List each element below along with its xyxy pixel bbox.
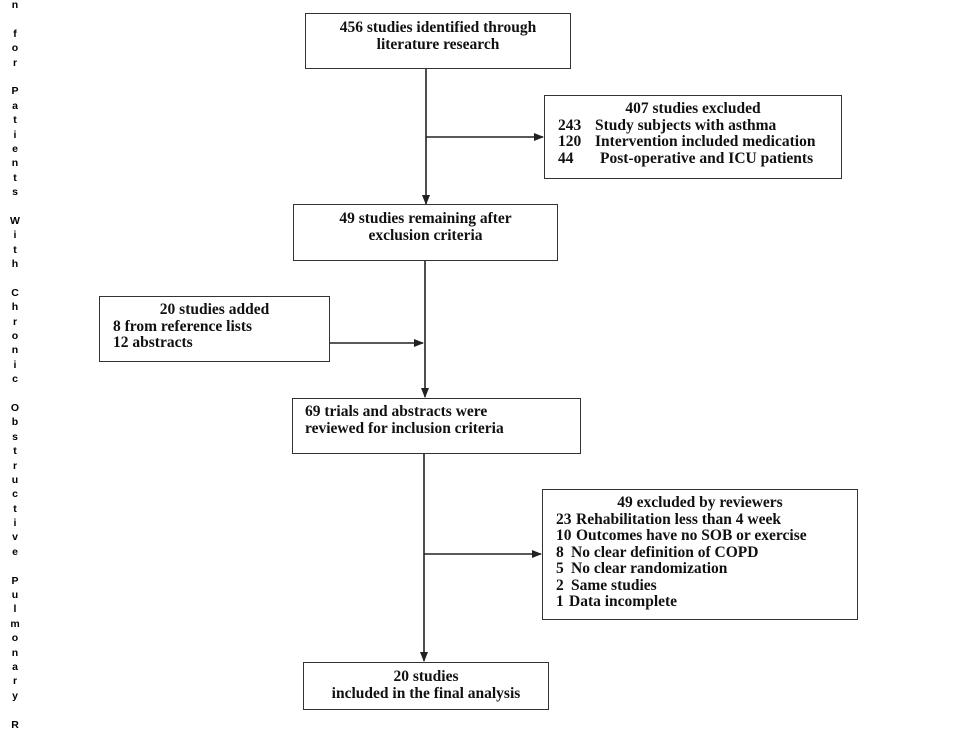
side-text-glyph bbox=[8, 70, 22, 84]
side-text-glyph: m bbox=[10, 617, 20, 630]
excluded1-count: 120 bbox=[558, 133, 582, 150]
excluded2-count: 5 bbox=[556, 560, 564, 577]
identified-line1: 456 studies identified through bbox=[339, 19, 537, 36]
side-text-glyph bbox=[8, 703, 22, 717]
excluded1-item: 243 Study subjects with asthma bbox=[558, 116, 841, 135]
excluded2-count: 23 bbox=[556, 510, 572, 528]
excluded1-reason: Intervention included medication bbox=[595, 133, 816, 150]
side-text-glyph bbox=[8, 199, 22, 213]
excluded1-title: 407 studies excluded bbox=[625, 100, 761, 117]
remaining-line1: 49 studies remaining after bbox=[339, 210, 512, 227]
side-text-glyph: t bbox=[13, 114, 17, 127]
side-text-glyph: W bbox=[10, 214, 20, 227]
side-text-glyph: C bbox=[11, 286, 19, 299]
side-text-glyph: i bbox=[13, 128, 17, 141]
excluded-box-2: 49 excluded by reviewers 23 Rehabilitati… bbox=[542, 489, 858, 620]
remaining-line2: exclusion criteria bbox=[368, 226, 483, 244]
remaining-box: 49 studies remaining after exclusion cri… bbox=[293, 204, 558, 261]
side-text-glyph: P bbox=[11, 574, 19, 587]
side-text-glyph: f bbox=[13, 27, 17, 40]
side-text-glyph: r bbox=[12, 56, 18, 69]
side-text-glyph bbox=[8, 12, 22, 26]
final-box: 20 studies included in the final analysi… bbox=[303, 662, 549, 710]
side-text-glyph: c bbox=[12, 373, 18, 386]
side-text-glyph: r bbox=[12, 315, 18, 328]
excluded2-reason: Data incomplete bbox=[569, 593, 678, 610]
added-title: 20 studies added bbox=[159, 301, 270, 318]
side-text-glyph: y bbox=[12, 689, 18, 702]
excluded2-count: 10 bbox=[556, 527, 572, 544]
final-line2: included in the final analysis bbox=[331, 684, 521, 702]
side-text-glyph: n bbox=[11, 344, 19, 357]
excluded1-reason: Post-operative and ICU patients bbox=[600, 149, 814, 167]
side-text-glyph: i bbox=[13, 517, 17, 530]
side-text-glyph bbox=[8, 559, 22, 573]
excluded2-count: 2 bbox=[556, 576, 564, 594]
excluded1-item: 44 Post-operative and ICU patients bbox=[558, 149, 841, 168]
side-text-glyph: c bbox=[12, 488, 18, 501]
side-text-glyph: b bbox=[11, 416, 19, 429]
side-text-glyph: P bbox=[11, 85, 19, 98]
excluded1-item: 120 Intervention included medication bbox=[558, 133, 841, 151]
excluded2-reason: Outcomes have no SOB or exercise bbox=[576, 527, 807, 544]
identified-line2: literature research bbox=[376, 35, 500, 53]
side-text-glyph: n bbox=[11, 157, 19, 170]
side-text-glyph: n bbox=[11, 646, 19, 659]
reviewed-box: 69 trials and abstracts were reviewed fo… bbox=[292, 398, 581, 454]
side-text-glyph: h bbox=[11, 301, 19, 314]
excluded2-reason: Rehabilitation less than 4 week bbox=[576, 510, 781, 528]
side-text-glyph: o bbox=[11, 42, 19, 55]
side-text-glyph: e bbox=[12, 545, 18, 558]
excluded2-item: 23 Rehabilitation less than 4 week bbox=[556, 510, 857, 529]
excluded2-item: 2 Same studies bbox=[556, 576, 857, 595]
reviewed-line2: reviewed for inclusion criteria bbox=[305, 419, 504, 437]
side-text-glyph: t bbox=[13, 171, 17, 184]
excluded2-item: 10 Outcomes have no SOB or exercise bbox=[556, 527, 857, 545]
side-text-glyph: t bbox=[13, 243, 17, 256]
side-text-glyph: h bbox=[11, 258, 19, 271]
side-text-glyph: r bbox=[12, 675, 18, 688]
added-line2: 12 abstracts bbox=[113, 334, 193, 351]
side-text-glyph: s bbox=[12, 430, 18, 443]
reviewed-line1: 69 trials and abstracts were bbox=[305, 403, 488, 420]
excluded1-count: 44 bbox=[558, 149, 574, 167]
side-text-glyph: t bbox=[13, 445, 17, 458]
side-text-glyph: s bbox=[12, 186, 18, 199]
side-text-glyph: o bbox=[11, 329, 19, 342]
side-text-glyph: n bbox=[11, 0, 19, 11]
side-text-glyph: a bbox=[12, 99, 18, 112]
side-text-glyph: a bbox=[12, 660, 18, 673]
side-text-glyph bbox=[8, 271, 22, 285]
final-line1: 20 studies bbox=[393, 668, 459, 685]
identified-box: 456 studies identified through literatur… bbox=[305, 13, 571, 69]
side-text-glyph: i bbox=[13, 229, 17, 242]
side-text-glyph: v bbox=[12, 531, 18, 544]
side-text-glyph: r bbox=[12, 459, 18, 472]
excluded1-count: 243 bbox=[558, 116, 582, 134]
side-text-glyph: i bbox=[13, 358, 17, 371]
side-text-glyph: u bbox=[11, 589, 19, 602]
excluded2-reason: No clear definition of COPD bbox=[571, 543, 759, 561]
side-text-glyph: u bbox=[11, 473, 19, 486]
excluded-box-1: 407 studies excluded 243 Study subjects … bbox=[544, 95, 842, 179]
excluded2-reason: Same studies bbox=[571, 576, 657, 594]
excluded2-item: 8 No clear definition of COPD bbox=[556, 543, 857, 562]
excluded2-reason: No clear randomization bbox=[571, 560, 728, 577]
side-text-glyph: e bbox=[12, 142, 18, 155]
side-text-glyph: o bbox=[11, 632, 19, 645]
added-box: 20 studies added 8 from reference lists … bbox=[99, 296, 330, 362]
side-text-glyph: O bbox=[10, 401, 20, 414]
side-text-glyph bbox=[8, 387, 22, 401]
excluded1-reason: Study subjects with asthma bbox=[595, 116, 777, 134]
excluded2-item: 5 No clear randomization bbox=[556, 560, 857, 578]
excluded2-title: 49 excluded by reviewers bbox=[617, 494, 783, 511]
added-line1: 8 from reference lists bbox=[113, 317, 253, 335]
excluded2-count: 1 bbox=[556, 593, 564, 610]
side-text-glyph: t bbox=[13, 502, 17, 515]
excluded2-count: 8 bbox=[556, 543, 564, 561]
excluded2-item: 1 Data incomplete bbox=[556, 593, 857, 611]
side-text-glyph: l bbox=[13, 603, 17, 616]
